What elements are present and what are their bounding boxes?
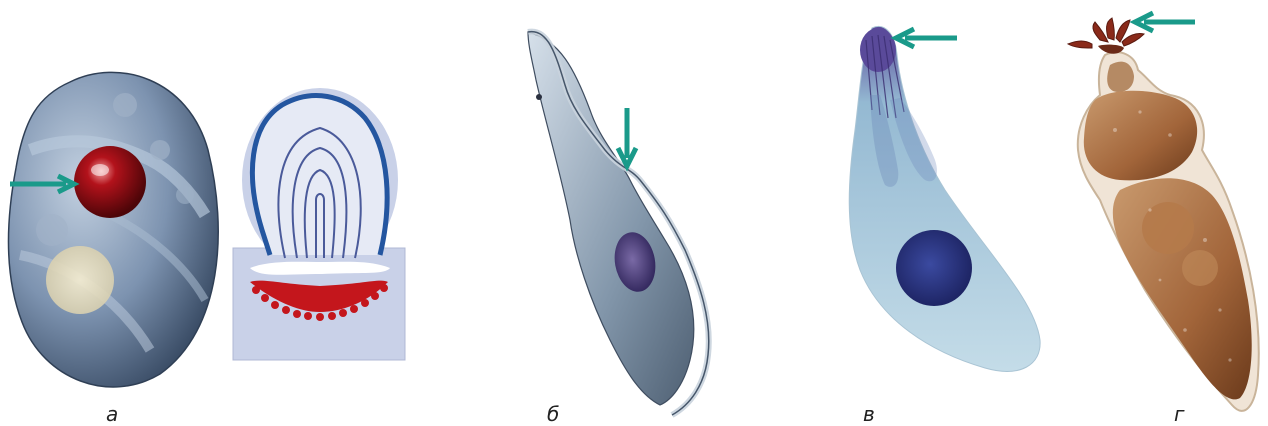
panel-a-cell xyxy=(9,72,219,387)
panel-a-diagram xyxy=(233,88,405,360)
panel-b-cell xyxy=(528,32,709,415)
panel-b-arrow xyxy=(618,108,636,166)
panel-label-v: в xyxy=(863,402,875,426)
panel-v-arrow xyxy=(896,29,957,47)
panel-g-cell xyxy=(1068,18,1259,411)
panel-label-b: б xyxy=(547,402,559,426)
red-organelle xyxy=(74,146,146,218)
panel-v-cell xyxy=(849,26,1040,371)
pale-vacuole xyxy=(46,246,114,314)
panel-g-arrow xyxy=(1135,13,1195,31)
apical-conoid xyxy=(860,28,896,72)
panel-label-a: а xyxy=(106,402,118,426)
panel-label-g: г xyxy=(1174,402,1185,426)
nucleus xyxy=(896,230,972,306)
